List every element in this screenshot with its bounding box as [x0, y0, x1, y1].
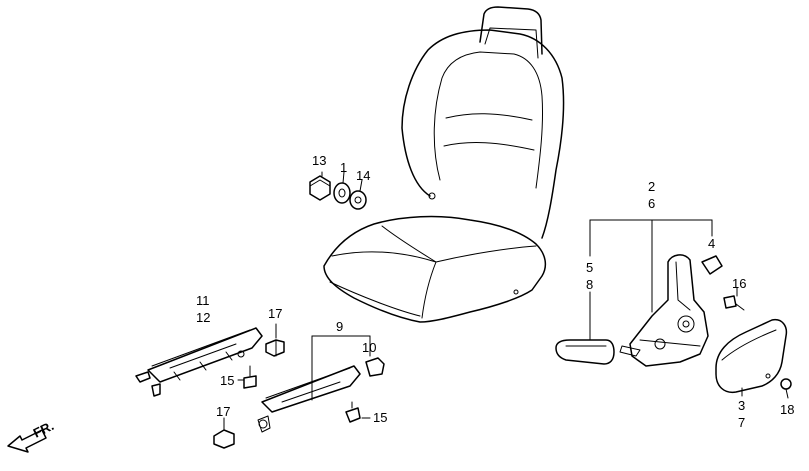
headrest: [479, 6, 543, 59]
callout-1: 1: [340, 160, 347, 175]
callout-11: 11: [196, 293, 210, 308]
callout-12: 12: [196, 310, 210, 325]
callout-15-left: 15: [220, 373, 234, 388]
callout-17-upper: 17: [268, 306, 282, 321]
callout-10: 10: [362, 340, 376, 355]
callout-17-lower: 17: [216, 404, 230, 419]
screw-18: [780, 378, 792, 399]
callout-2: 2: [648, 179, 655, 194]
front-arrow-icon: [7, 429, 47, 453]
side-cover-3-7: [715, 318, 788, 394]
front-direction-indicator: FR.: [7, 418, 56, 453]
nut-15-right: [345, 401, 361, 423]
seat-track-left: [135, 327, 263, 397]
seat-back: [401, 29, 565, 239]
callout-13: 13: [312, 153, 326, 168]
callout-16: 16: [732, 276, 746, 291]
seat-track-right: [257, 365, 361, 433]
knob-4: [701, 255, 723, 275]
callout-15-right: 15: [373, 410, 387, 425]
callout-3: 3: [738, 398, 745, 413]
bolt-13: [309, 175, 331, 201]
callout-7: 7: [738, 415, 745, 430]
clip-10: [365, 357, 385, 377]
callout-9: 9: [336, 319, 343, 334]
bolt-17-lower: [213, 417, 235, 449]
callout-14: 14: [356, 168, 370, 183]
callout-8: 8: [586, 277, 593, 292]
washer-1: [333, 182, 351, 204]
bolt-17-upper: [265, 339, 285, 357]
callout-6: 6: [648, 196, 655, 211]
callout-5: 5: [586, 260, 593, 275]
screw-16: [723, 295, 745, 311]
lever-5-8: [555, 339, 615, 365]
nut-14: [349, 190, 367, 210]
recliner-assembly: [619, 254, 709, 367]
nut-15-left: [243, 365, 257, 389]
callout-4: 4: [708, 236, 715, 251]
callout-18: 18: [780, 402, 794, 417]
seat-cushion: [323, 215, 547, 323]
callout-labels: 13 1 14 2 6 4 5 8 16 11 12 17 9 10 15 17…: [196, 153, 794, 430]
